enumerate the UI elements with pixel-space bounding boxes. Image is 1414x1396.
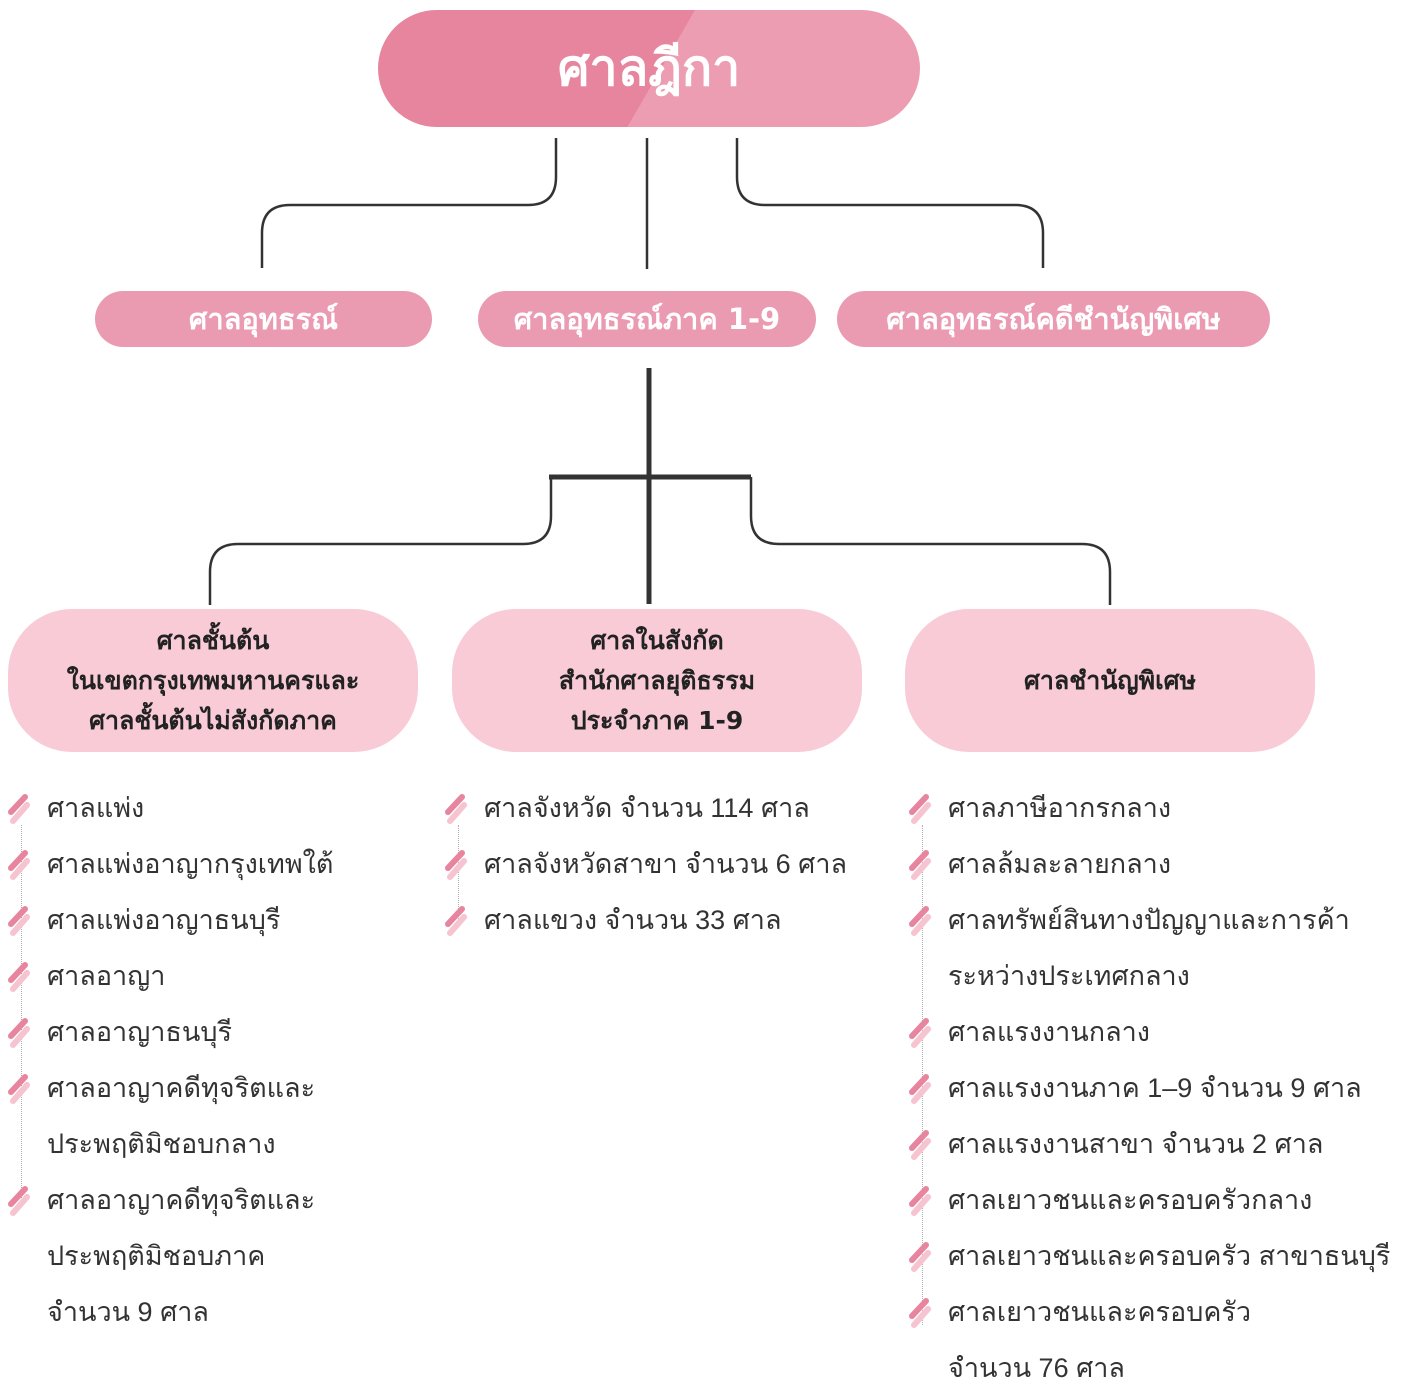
- list-item: ศาลจังหวัดสาขา จำนวน 6 ศาล: [445, 836, 848, 892]
- pen-stroke-bullet-icon: [909, 1130, 931, 1160]
- list-item: ศาลทรัพย์สินทางปัญญาและการค้าระหว่างประเ…: [909, 892, 1390, 1004]
- list-item: ศาลอาญา: [8, 948, 333, 1004]
- list-item-text: ศาลภาษีอากรกลาง: [948, 793, 1172, 823]
- level3-node-first-instance: ศาลชั้นต้น ในเขตกรุงเทพมหานครและ ศาลชั้น…: [8, 609, 418, 752]
- level3-node-specialized-courts: ศาลชำนัญพิเศษ: [905, 609, 1315, 752]
- list-item: ศาลเยาวชนและครอบครัวกลาง: [909, 1172, 1390, 1228]
- pen-stroke-bullet-icon: [909, 850, 931, 880]
- list-item: ศาลอาญาธนบุรี: [8, 1004, 333, 1060]
- connector-mid-right: [749, 477, 1112, 605]
- level2-node-label: ศาลอุทธรณ์คดีชำนัญพิเศษ: [886, 302, 1221, 336]
- top-node: ศาลฎีกา: [378, 10, 920, 127]
- list-item-text: ศาลทรัพย์สินทางปัญญาและการค้า: [948, 905, 1350, 935]
- level3-node-line: ศาลชั้นต้น: [156, 625, 270, 655]
- list-guide-line: [21, 825, 22, 1200]
- list-item-text: ศาลเยาวชนและครอบครัว สาขาธนบุรี: [948, 1241, 1391, 1271]
- list-item-text: ประพฤติมิชอบภาค: [47, 1241, 266, 1271]
- list-item: ศาลภาษีอากรกลาง: [909, 780, 1390, 836]
- list-item: ศาลแรงงานสาขา จำนวน 2 ศาล: [909, 1116, 1390, 1172]
- list-guide-line: [922, 825, 923, 1325]
- list-item: ศาลจังหวัด จำนวน 114 ศาล: [445, 780, 847, 836]
- court-list-regional: ศาลจังหวัด จำนวน 114 ศาลศาลจังหวัดสาขา จ…: [445, 780, 848, 948]
- list-item: ศาลล้มละลายกลาง: [909, 836, 1390, 892]
- list-item-text: ศาลจังหวัด จำนวน 114 ศาล: [484, 793, 810, 823]
- pen-stroke-bullet-icon: [8, 1186, 30, 1216]
- list-item-text: ระหว่างประเทศกลาง: [948, 961, 1190, 991]
- level2-node-specialized-appeal: ศาลอุทธรณ์คดีชำนัญพิเศษ: [837, 291, 1270, 347]
- list-item: ศาลแพ่ง: [8, 780, 333, 836]
- level2-node-regional-appeal: ศาลอุทธรณ์ภาค 1-9: [478, 291, 816, 347]
- list-item-text: ศาลจังหวัดสาขา จำนวน 6 ศาล: [484, 849, 848, 879]
- list-item: ศาลแรงงานภาค 1–9 จำนวน 9 ศาล: [909, 1060, 1390, 1116]
- list-item: ศาลแรงงานกลาง: [909, 1004, 1390, 1060]
- list-item-text: ศาลแขวง จำนวน 33 ศาล: [484, 905, 782, 935]
- list-item-text: ศาลเยาวชนและครอบครัว: [948, 1297, 1252, 1327]
- pen-stroke-bullet-icon: [909, 794, 931, 824]
- connector-mid-left: [208, 477, 553, 605]
- list-item-text: ศาลแรงงานภาค 1–9 จำนวน 9 ศาล: [948, 1073, 1362, 1103]
- pen-stroke-bullet-icon: [445, 794, 467, 824]
- pen-stroke-bullet-icon: [8, 1074, 30, 1104]
- pen-stroke-bullet-icon: [909, 906, 931, 936]
- list-item-text: ศาลเยาวชนและครอบครัวกลาง: [948, 1185, 1313, 1215]
- list-item-text: จำนวน 76 ศาล: [948, 1353, 1125, 1383]
- list-item-text: จำนวน 9 ศาล: [47, 1297, 209, 1327]
- list-item: ศาลแพ่งอาญากรุงเทพใต้: [8, 836, 334, 892]
- pen-stroke-bullet-icon: [909, 1186, 931, 1216]
- pen-stroke-bullet-icon: [8, 906, 30, 936]
- list-item-text: ศาลล้มละลายกลาง: [948, 849, 1172, 879]
- list-item: ศาลอาญาคดีทุจริตและประพฤติมิชอบภาคจำนวน …: [8, 1172, 333, 1340]
- list-item-text: ศาลอาญาธนบุรี: [47, 1017, 232, 1047]
- level3-node-regional-courts: ศาลในสังกัด สำนักศาลยุติธรรม ประจำภาค 1-…: [452, 609, 862, 752]
- list-item: ศาลเยาวชนและครอบครัว สาขาธนบุรี: [909, 1228, 1391, 1284]
- list-item-text: ศาลแรงงานกลาง: [948, 1017, 1150, 1047]
- list-item: ศาลแขวง จำนวน 33 ศาล: [445, 892, 847, 948]
- list-guide-line: [458, 825, 459, 925]
- list-item-text: ศาลแพ่งอาญากรุงเทพใต้: [47, 849, 334, 879]
- list-item-text: ศาลแพ่งอาญาธนบุรี: [47, 905, 281, 935]
- list-item-text: ศาลแรงงานสาขา จำนวน 2 ศาล: [948, 1129, 1324, 1159]
- list-item: ศาลอาญาคดีทุจริตและประพฤติมิชอบกลาง: [8, 1060, 333, 1172]
- pen-stroke-bullet-icon: [445, 850, 467, 880]
- list-item: ศาลเยาวชนและครอบครัวจำนวน 76 ศาล: [909, 1284, 1390, 1396]
- list-item: ศาลแพ่งอาญาธนบุรี: [8, 892, 333, 948]
- level2-node-label: ศาลอุทธรณ์: [188, 302, 339, 336]
- pen-stroke-bullet-icon: [909, 1242, 931, 1272]
- level3-node-line: ประจำภาค 1-9: [570, 705, 744, 735]
- level2-node-label: ศาลอุทธรณ์ภาค 1-9: [513, 302, 781, 336]
- pen-stroke-bullet-icon: [8, 1018, 30, 1048]
- court-list-specialized: ศาลภาษีอากรกลางศาลล้มละลายกลางศาลทรัพย์ส…: [909, 780, 1391, 1396]
- list-item-text: ศาลแพ่ง: [47, 793, 145, 823]
- pen-stroke-bullet-icon: [8, 794, 30, 824]
- pen-stroke-bullet-icon: [909, 1298, 931, 1328]
- list-item-text: ประพฤติมิชอบกลาง: [47, 1129, 276, 1159]
- top-node-label: ศาลฎีกา: [557, 39, 741, 97]
- level3-node-line: ศาลชั้นต้นไม่สังกัดภาค: [89, 705, 337, 735]
- pen-stroke-bullet-icon: [445, 906, 467, 936]
- level3-node-line: สำนักศาลยุติธรรม: [558, 665, 756, 695]
- pen-stroke-bullet-icon: [909, 1018, 931, 1048]
- list-item-text: ศาลอาญาคดีทุจริตและ: [47, 1073, 316, 1103]
- pen-stroke-bullet-icon: [8, 962, 30, 992]
- connector-top-left: [260, 138, 558, 268]
- level3-node-line: ศาลในสังกัด: [590, 625, 724, 655]
- pen-stroke-bullet-icon: [909, 1074, 931, 1104]
- pen-stroke-bullet-icon: [8, 850, 30, 880]
- list-item-text: ศาลอาญาคดีทุจริตและ: [47, 1185, 316, 1215]
- level3-node-line: ในเขตกรุงเทพมหานครและ: [66, 665, 360, 695]
- level3-node-line: ศาลชำนัญพิเศษ: [1024, 665, 1196, 695]
- level2-node-appeal: ศาลอุทธรณ์: [95, 291, 432, 347]
- court-list-first-instance: ศาลแพ่งศาลแพ่งอาญากรุงเทพใต้ศาลแพ่งอาญาธ…: [8, 780, 334, 1340]
- connector-top-right: [735, 138, 1045, 268]
- list-item-text: ศาลอาญา: [47, 961, 166, 991]
